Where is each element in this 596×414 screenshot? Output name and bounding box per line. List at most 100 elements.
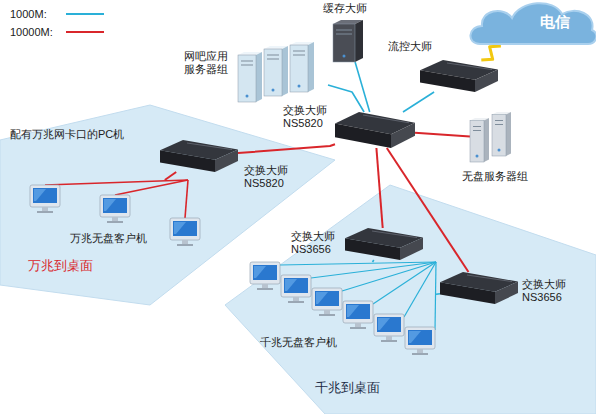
polygon-shape [355, 20, 363, 62]
line-shape [336, 30, 352, 31]
polygon-shape [335, 124, 391, 148]
circle-shape [498, 149, 501, 152]
network-link [403, 92, 434, 112]
rect-shape [37, 211, 53, 213]
polygon-shape [34, 189, 46, 201]
diskless-server-group: 无盘服务器组 [470, 112, 516, 164]
legend-line [66, 13, 104, 15]
line-shape [495, 120, 503, 121]
rect-shape [417, 349, 423, 353]
carrier-cloud: 电信 [470, 0, 596, 46]
flow-control-device: 流控大师 [420, 60, 498, 92]
rect-shape [293, 297, 299, 301]
legend-text: 1000M: [10, 8, 47, 21]
rect-shape [182, 240, 188, 244]
line-shape [447, 63, 492, 70]
rect-shape [312, 288, 342, 310]
access-switch: 交换大师 NS3656 [440, 272, 518, 304]
polygon-shape [347, 305, 359, 317]
carrier-cloud-art [470, 0, 596, 46]
polygon-shape [254, 266, 266, 278]
polygon-shape [409, 331, 421, 343]
rect-shape [374, 314, 404, 336]
rect-shape [257, 288, 273, 290]
rect-shape [112, 217, 118, 221]
line-shape [467, 275, 512, 282]
node-label: 交换大师 NS5820 [283, 104, 334, 130]
rect-shape [355, 323, 361, 327]
node-label: 千兆到桌面 [315, 380, 380, 396]
polygon-shape [378, 318, 390, 330]
polygon-shape [256, 52, 262, 102]
flow-control-device-art [420, 60, 498, 92]
rect-shape [324, 310, 330, 314]
circle-shape [272, 89, 275, 92]
access-switch: 交换大师 NS3656 [345, 228, 423, 260]
node-label: 交换大师 NS3656 [522, 278, 573, 304]
rect-shape [33, 188, 57, 203]
line-shape [311, 262, 436, 278]
polygon-shape [308, 42, 314, 92]
rect-shape [250, 262, 280, 284]
line-shape [372, 231, 417, 238]
rect-shape [281, 275, 311, 297]
circle-shape [298, 85, 301, 88]
node-label: 万兆无盘客户机 [70, 232, 147, 245]
line-shape [363, 115, 409, 123]
network-link [415, 133, 470, 137]
circle-shape [343, 55, 346, 58]
polygon-shape [400, 238, 423, 260]
polygon-shape [484, 118, 489, 162]
node-label: 千兆无盘客户机 [260, 336, 337, 349]
polygon-shape [391, 123, 415, 148]
line-shape [473, 130, 481, 131]
rect-shape [386, 336, 392, 340]
line-shape [293, 51, 305, 52]
node-label: 缓存大师 [323, 2, 367, 15]
access-switch-art [440, 272, 518, 304]
network-link [355, 62, 370, 112]
line-shape [373, 262, 436, 304]
rect-shape [319, 314, 335, 316]
polygon-shape [316, 292, 328, 304]
node-label: 万兆到桌面 [28, 258, 93, 274]
circle-shape [476, 155, 479, 158]
polygon-shape [506, 112, 511, 156]
polygon-shape [495, 282, 518, 304]
rect-shape [405, 327, 435, 349]
line-shape [241, 61, 253, 62]
line-shape [495, 124, 503, 125]
line-shape [336, 34, 352, 35]
line-shape [293, 55, 305, 56]
diskless-server-group-art [470, 112, 516, 164]
app-server-group: 网吧应用 服务器组 [238, 42, 328, 102]
rect-shape [412, 353, 428, 355]
rect-shape [170, 218, 200, 240]
polygon-shape [345, 238, 400, 260]
rect-shape [290, 45, 308, 92]
rect-shape [253, 265, 277, 280]
rect-shape [107, 221, 123, 223]
access-switch-art [345, 228, 423, 260]
callout-label: 配有万兆网卡口的PC机 [10, 128, 124, 141]
polygon-shape [160, 150, 215, 172]
legend-line [66, 31, 104, 33]
rect-shape [492, 115, 506, 157]
rect-shape [381, 340, 397, 342]
polygon-shape [282, 46, 288, 96]
rect-shape [173, 221, 197, 236]
rect-shape [350, 327, 366, 329]
node-label: 流控大师 [388, 40, 432, 53]
client-group: 千兆无盘客户机 [250, 262, 436, 354]
polygon-shape [174, 222, 186, 234]
line-shape [185, 180, 188, 218]
rect-shape [103, 198, 127, 213]
line-shape [267, 59, 279, 60]
rect-shape [262, 284, 268, 288]
path-shape [470, 3, 596, 44]
polygon-shape [225, 185, 596, 414]
line-shape [187, 143, 232, 150]
line-shape [435, 262, 436, 330]
cache-server: 缓存大师 [333, 20, 365, 62]
network-link [373, 260, 374, 262]
